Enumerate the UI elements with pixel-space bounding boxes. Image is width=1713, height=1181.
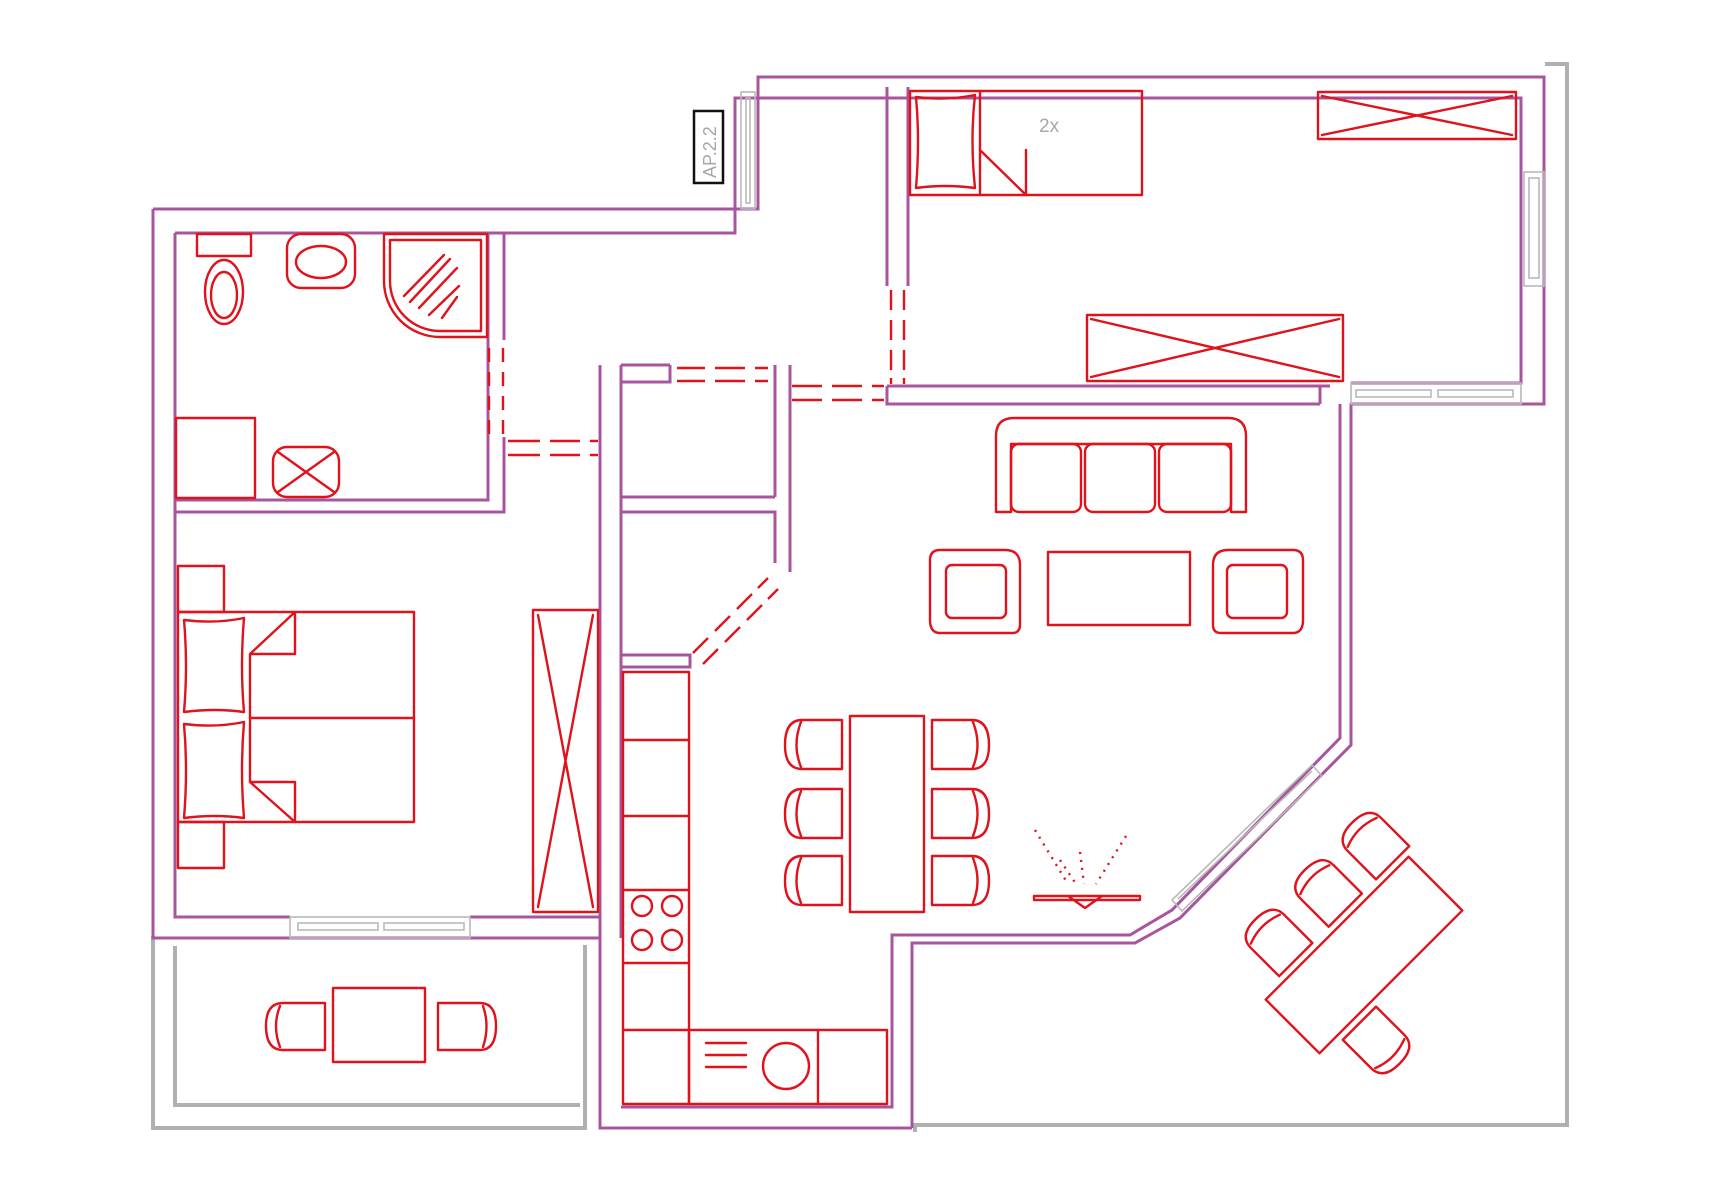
dining-chairs-left bbox=[783, 718, 844, 907]
armchair-left bbox=[928, 548, 1022, 635]
armchair-left-seat bbox=[944, 563, 1008, 620]
doors bbox=[487, 290, 906, 665]
bed-fold bbox=[978, 89, 1028, 197]
terrace bbox=[1244, 811, 1464, 1075]
bed-count-label: 2x bbox=[1039, 116, 1060, 137]
dining-chairs-right bbox=[930, 718, 991, 907]
stove-burner bbox=[660, 894, 684, 918]
shower bbox=[382, 232, 489, 339]
balcony-table bbox=[331, 986, 427, 1064]
terrace-chair-bottom bbox=[1341, 1005, 1411, 1075]
toilet bbox=[203, 258, 245, 326]
basket-cross bbox=[276, 450, 336, 494]
tv-stand bbox=[1032, 894, 1142, 910]
apartment-tag: AP.2.2 bbox=[692, 109, 725, 185]
kitchen-counter-bottom bbox=[687, 1028, 889, 1106]
sink-drainer bbox=[704, 1041, 748, 1069]
kitchen-counter-left bbox=[621, 670, 691, 1106]
kitchen-sink bbox=[761, 1041, 811, 1091]
armchair-right bbox=[1211, 548, 1305, 635]
toilet-tank bbox=[195, 232, 253, 258]
dining bbox=[783, 714, 991, 914]
wardrobe bbox=[531, 608, 600, 914]
toilet-seat bbox=[209, 270, 239, 320]
lamp-rays bbox=[1033, 829, 1128, 885]
wardrobe-bottom-cross bbox=[1089, 317, 1341, 379]
sink bbox=[285, 232, 357, 290]
terrace-table bbox=[1264, 855, 1464, 1055]
balcony-chair-left bbox=[264, 1001, 327, 1052]
dining-table bbox=[848, 714, 926, 914]
stove-burner bbox=[660, 928, 684, 952]
stove-burner bbox=[630, 894, 654, 918]
terrace-chairs-top bbox=[1244, 811, 1411, 978]
sofa-seat-right bbox=[1157, 442, 1233, 514]
walls bbox=[151, 75, 1546, 1130]
bed-pillow bbox=[914, 93, 977, 190]
apartment-id-label: AP.2.2 bbox=[700, 126, 720, 178]
sofa-seat-middle bbox=[1083, 442, 1157, 514]
windows bbox=[289, 91, 1545, 939]
wardrobe-top-cross bbox=[1320, 94, 1514, 137]
bedroom bbox=[176, 564, 600, 914]
armchair-right-seat bbox=[1225, 563, 1289, 620]
second-bedroom: 2x bbox=[908, 89, 1518, 383]
shower-tray bbox=[388, 238, 483, 333]
wardrobe-bottom bbox=[1085, 313, 1345, 383]
sofa bbox=[994, 416, 1248, 514]
pillow-top bbox=[182, 616, 246, 714]
exterior-outline bbox=[151, 62, 1569, 1132]
counter-dividers bbox=[621, 738, 691, 1032]
balcony-chair-right bbox=[436, 1001, 498, 1052]
sofa-seat-left bbox=[1009, 442, 1083, 514]
washing-machine bbox=[174, 416, 257, 500]
balcony-chair-right-back bbox=[481, 1004, 488, 1049]
shower-lines bbox=[402, 253, 461, 320]
sink-basin bbox=[294, 244, 348, 280]
duvet-fold bbox=[248, 610, 297, 824]
bathroom bbox=[174, 232, 489, 500]
coffee-table bbox=[1046, 550, 1192, 627]
kitchen bbox=[621, 670, 889, 1106]
pillow-bottom bbox=[182, 720, 246, 820]
balcony bbox=[264, 986, 498, 1064]
stove-burner bbox=[630, 928, 654, 952]
wardrobe-top bbox=[1316, 90, 1518, 141]
living-room bbox=[928, 416, 1305, 910]
nightstand-bottom bbox=[176, 820, 226, 870]
balcony-chair-left-back bbox=[274, 1004, 282, 1049]
laundry-basket bbox=[271, 445, 341, 499]
wardrobe-cross bbox=[536, 613, 595, 909]
nightstand-top bbox=[176, 564, 226, 614]
